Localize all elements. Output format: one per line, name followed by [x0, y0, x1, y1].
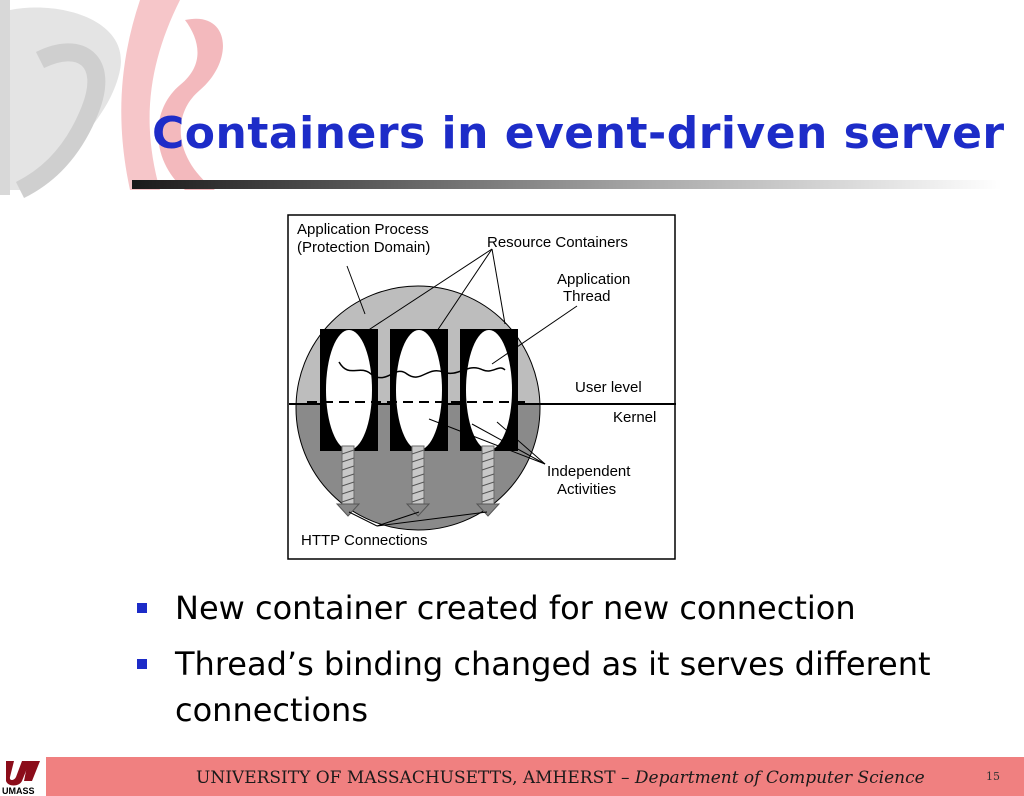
page-number: 15 — [986, 770, 1000, 783]
footer-university: UNIVERSITY OF MASSACHUSETTS, AMHERST — [196, 768, 616, 788]
umass-watermark-logo — [0, 0, 223, 199]
label-independent: Independent — [547, 463, 631, 480]
label-http-connections: HTTP Connections — [301, 532, 427, 549]
footer-text: UNIVERSITY OF MASSACHUSETTS, AMHERST – D… — [196, 768, 925, 788]
resource-container-1 — [320, 329, 378, 451]
footer-separator: – — [615, 768, 635, 788]
label-thread: Thread — [563, 288, 611, 305]
label-resource-containers: Resource Containers — [487, 234, 628, 251]
footer-department: Department of Computer Science — [634, 768, 925, 788]
bullet-square-icon — [137, 603, 147, 613]
label-user-level: User level — [575, 379, 642, 396]
resource-container-2 — [390, 329, 448, 451]
bullet-list: New container created for new connection… — [135, 585, 995, 743]
bullet-text: New container created for new connection — [175, 589, 856, 627]
label-protection-domain: (Protection Domain) — [297, 239, 430, 256]
bullet-item: New container created for new connection — [135, 585, 995, 631]
title-divider — [132, 180, 1002, 189]
label-kernel: Kernel — [613, 409, 656, 426]
bullet-text: Thread’s binding changed as it serves di… — [175, 645, 931, 729]
umass-logo-icon: UMASS — [0, 757, 46, 796]
resource-container-3 — [460, 329, 518, 451]
footer-bar — [0, 757, 1024, 796]
slide-title: Containers in event-driven server — [152, 108, 1005, 159]
label-application: Application — [557, 271, 630, 288]
label-activities: Activities — [557, 481, 616, 498]
umass-logo-text: UMASS — [2, 786, 35, 796]
bullet-item: Thread’s binding changed as it serves di… — [135, 641, 995, 733]
bullet-square-icon — [137, 659, 147, 669]
label-app-process: Application Process — [297, 221, 429, 238]
resource-containers-diagram: Application Process (Protection Domain) … — [287, 214, 676, 560]
